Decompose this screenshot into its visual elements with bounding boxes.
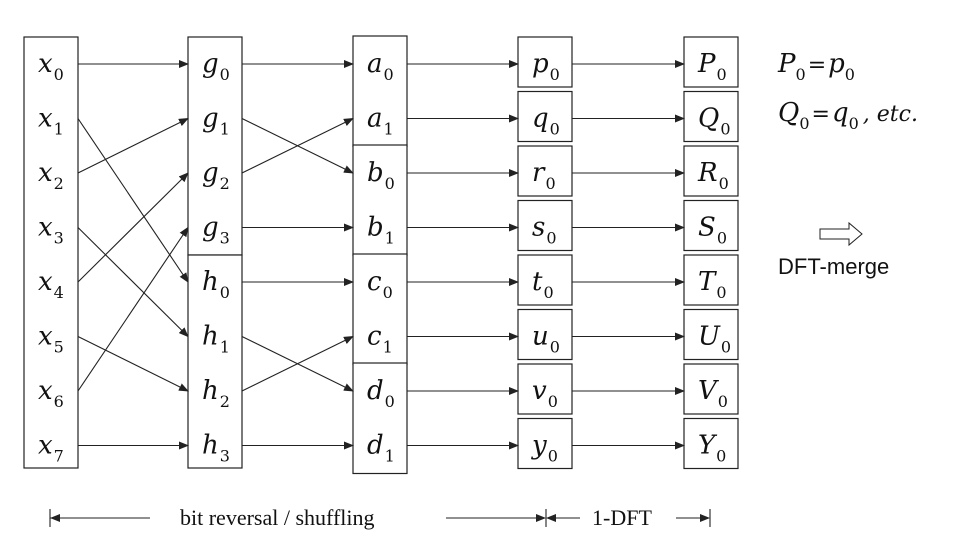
label-y0: y0 (531, 431, 558, 466)
svg-text:Q0=q0, etc.: Q0=q0, etc. (778, 98, 918, 133)
label-a1: a1 (367, 104, 394, 139)
label-Q0: Q0 (698, 104, 731, 139)
label-P0: P0 (697, 49, 727, 84)
one-dft-label: 1-DFT (592, 505, 652, 530)
cell-box-4-7 (683, 417, 739, 470)
input-x-box (23, 36, 79, 469)
label-h1: h1 (202, 322, 230, 357)
label-h3: h3 (202, 431, 230, 466)
cell-box-3-5 (517, 308, 573, 361)
svg-text:P0=p0: P0=p0 (777, 49, 855, 84)
stage-boxes (23, 35, 739, 475)
label-u0: u0 (532, 322, 560, 357)
label-s0: s0 (532, 213, 557, 248)
wire-0-5 (77, 336, 189, 392)
label-p0: p0 (532, 49, 560, 84)
note-equation-q: Q0=q0, etc. (778, 98, 918, 133)
wire-0-6 (77, 226, 189, 392)
cell-box-3-4 (517, 254, 573, 306)
merge-arrow-icon (819, 221, 863, 247)
label-x2: x2 (38, 158, 64, 193)
cell-box-4-3 (683, 199, 739, 252)
label-U0: U0 (698, 322, 731, 357)
cell-box-3-7 (517, 417, 573, 470)
label-x7: x7 (38, 431, 64, 466)
label-c0: c0 (367, 267, 393, 302)
label-g2: g2 (202, 158, 230, 193)
wire-1-2 (241, 118, 354, 174)
connection-wires (77, 60, 685, 450)
label-T0: T0 (698, 267, 727, 302)
pair-box-0 (352, 35, 408, 148)
stage-labels: x0 x1 x2 x3 x4 x5 x6 x7 g0 g1 g2 g3 h0 h1 h2 h3 a0 a1 b0 b1… (38, 49, 731, 466)
cell-box-4-6 (683, 363, 739, 415)
label-t0: t0 (532, 267, 554, 302)
cell-box-3-6 (517, 363, 573, 415)
label-x0: x0 (38, 49, 64, 84)
label-d0: d0 (367, 376, 395, 411)
label-d1: d1 (367, 431, 395, 466)
label-c1: c1 (367, 322, 393, 357)
pair-box-2 (352, 253, 408, 366)
label-x6: x6 (38, 376, 64, 411)
wire-0-1 (77, 118, 189, 283)
label-x3: x3 (38, 213, 64, 248)
label-Y0: Y0 (698, 431, 726, 466)
pair-box-3 (352, 362, 408, 475)
label-g1: g1 (202, 104, 230, 139)
label-q0: q0 (532, 104, 560, 139)
label-h2: h2 (202, 376, 230, 411)
label-x1: x1 (38, 104, 64, 139)
label-h0: h0 (202, 267, 230, 302)
g-group-box (187, 36, 243, 256)
label-r0: r0 (532, 158, 556, 193)
label-a0: a0 (367, 49, 394, 84)
label-b0: b0 (367, 158, 395, 193)
note-equation-p: P0=p0 (777, 49, 855, 84)
label-b1: b1 (367, 213, 395, 248)
merge-label: DFT-merge (778, 254, 889, 279)
label-x4: x4 (38, 267, 64, 302)
label-v0: v0 (532, 376, 558, 411)
cell-box-4-4 (683, 254, 739, 306)
wire-1-6 (241, 336, 354, 392)
cell-box-3-3 (517, 199, 573, 252)
wire-0-2 (77, 118, 189, 174)
label-S0: S0 (698, 213, 727, 248)
cell-box-3-2 (517, 145, 573, 197)
h-group-box (187, 254, 243, 469)
wire-0-3 (77, 227, 189, 338)
cell-box-4-5 (683, 308, 739, 361)
bit-reversal-label: bit reversal / shuffling (180, 505, 375, 530)
label-x5: x5 (38, 322, 64, 357)
label-g0: g0 (202, 49, 230, 84)
bottom-annotation: bit reversal / shuffling 1-DFT (49, 505, 711, 530)
label-V0: V0 (698, 376, 728, 411)
label-R0: R0 (697, 158, 729, 193)
wire-0-4 (77, 172, 189, 283)
label-g3: g3 (202, 213, 230, 248)
